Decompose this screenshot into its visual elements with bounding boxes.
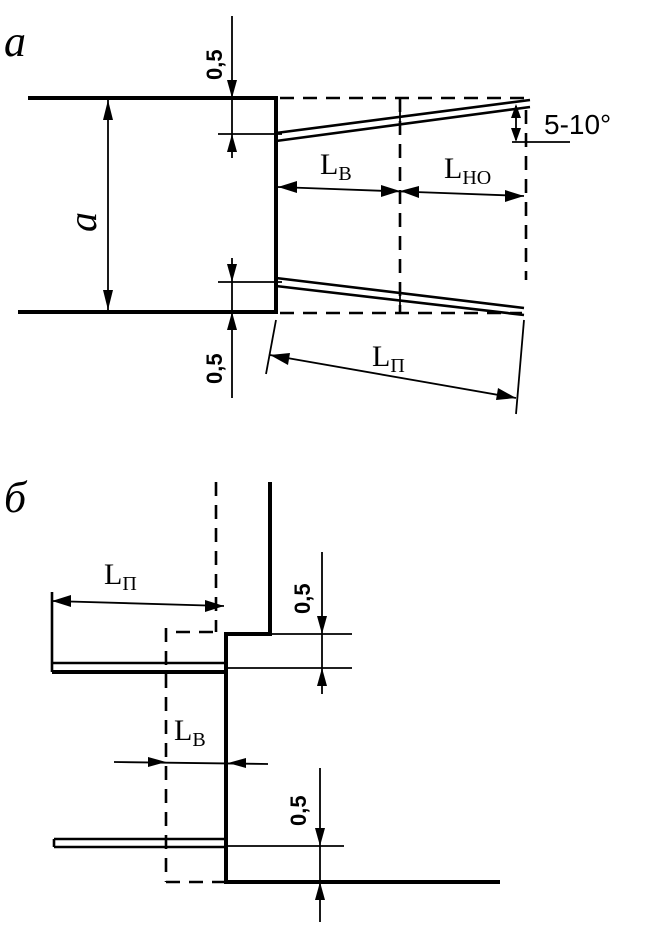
figure-b-dim-lp: LП bbox=[51, 558, 225, 612]
figure-b-upper-strip bbox=[50, 592, 226, 674]
figure-a-lno-label: LНО bbox=[444, 152, 491, 189]
figure-a-dashed-projection bbox=[280, 96, 528, 315]
figure-b-dim-top: 0,5 bbox=[228, 552, 352, 694]
figure-a-dim-top: 0,5 bbox=[202, 16, 282, 158]
figure-a: а 0,5 bbox=[4, 16, 611, 415]
figure-a-lp-label: LП bbox=[372, 340, 405, 377]
figure-b-lower-strip bbox=[52, 837, 226, 849]
figure-b-dim-lv: LВ bbox=[113, 714, 269, 768]
figure-b: б bbox=[4, 473, 500, 922]
figure-a-dim-bottom: 0,5 bbox=[202, 258, 282, 398]
figure-a-tapered-strips bbox=[275, 98, 531, 317]
figure-a-dim-height-label: a bbox=[60, 212, 105, 232]
figure-a-lv-label: LВ bbox=[320, 148, 352, 185]
figure-b-label: б bbox=[4, 473, 28, 522]
figure-b-dim-bottom: 0,5 bbox=[228, 768, 344, 922]
figure-a-dim-height: a bbox=[60, 100, 113, 310]
figure-a-dim-top-label: 0,5 bbox=[202, 49, 227, 80]
figure-a-dim-lp: LП bbox=[265, 319, 525, 415]
figure-a-label: а bbox=[4, 17, 26, 66]
figure-a-opening-outline bbox=[18, 96, 278, 314]
figure-b-lv-label: LВ bbox=[174, 714, 206, 751]
figure-a-angle: 5-10° bbox=[511, 104, 611, 143]
figure-a-angle-label: 5-10° bbox=[544, 109, 611, 140]
figure-a-dim-lv-lno: LВ LНО bbox=[277, 148, 525, 202]
figure-b-dim-bottom-label: 0,5 bbox=[286, 795, 311, 826]
figure-b-lp-label: LП bbox=[104, 558, 137, 595]
figure-b-dashed-outline bbox=[164, 482, 226, 884]
figure-b-dim-top-label: 0,5 bbox=[290, 583, 315, 614]
figure-a-dim-bottom-label: 0,5 bbox=[202, 353, 227, 384]
figure-b-wall-profile bbox=[224, 482, 500, 884]
